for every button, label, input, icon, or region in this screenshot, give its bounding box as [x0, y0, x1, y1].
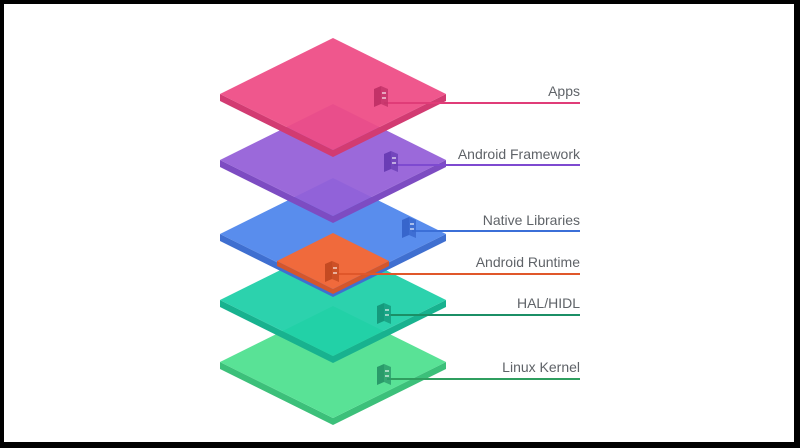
layer-hal-hidl: HAL/HIDL	[220, 244, 580, 363]
connector-block-face-right	[409, 217, 416, 238]
connector-block-face-left	[374, 86, 381, 107]
connector-block-native-libraries	[402, 217, 416, 238]
connector-pin	[385, 375, 389, 377]
connector-block-android-framework	[384, 151, 398, 172]
connector-block-face-right	[381, 86, 388, 107]
connector-pin	[410, 223, 414, 225]
connector-block-android-runtime	[325, 261, 339, 282]
label-android-framework: Android Framework	[458, 146, 581, 162]
diagram-frame: Linux Kernel HAL/HIDL Native Libraries A…	[4, 4, 794, 442]
layer-android-framework: Android Framework	[220, 104, 581, 223]
layer-apps-top	[220, 38, 446, 150]
connector-block-face-right	[384, 303, 391, 324]
connector-pin	[382, 92, 386, 94]
connector-block-apps	[374, 86, 388, 107]
connector-block-face-left	[377, 303, 384, 324]
connector-pin	[333, 272, 337, 274]
connector-block-linux-kernel	[377, 364, 391, 385]
connector-block-face-left	[377, 364, 384, 385]
connector-block-face-left	[325, 261, 332, 282]
connector-pin	[333, 267, 337, 269]
connector-block-face-left	[402, 217, 409, 238]
android-stack-diagram: Linux Kernel HAL/HIDL Native Libraries A…	[220, 38, 581, 425]
connector-pin	[385, 370, 389, 372]
connector-block-face-left	[384, 151, 391, 172]
connector-block-face-right	[391, 151, 398, 172]
connector-pin	[392, 157, 396, 159]
label-linux-kernel: Linux Kernel	[502, 359, 580, 375]
connector-block-hal-hidl	[377, 303, 391, 324]
label-apps: Apps	[548, 83, 580, 99]
connector-pin	[385, 314, 389, 316]
layer-android-framework-top	[220, 104, 446, 216]
connector-block-face-right	[332, 261, 339, 282]
layer-android-runtime: Android Runtime	[277, 233, 580, 294]
layer-hal-hidl-top	[220, 244, 446, 356]
connector-pin	[382, 97, 386, 99]
connector-pin	[410, 228, 414, 230]
label-android-runtime: Android Runtime	[476, 254, 580, 270]
label-native-libraries: Native Libraries	[483, 212, 580, 228]
connector-block-face-right	[384, 364, 391, 385]
layer-apps: Apps	[220, 38, 580, 157]
connector-pin	[385, 309, 389, 311]
connector-pin	[392, 162, 396, 164]
label-hal-hidl: HAL/HIDL	[517, 295, 580, 311]
